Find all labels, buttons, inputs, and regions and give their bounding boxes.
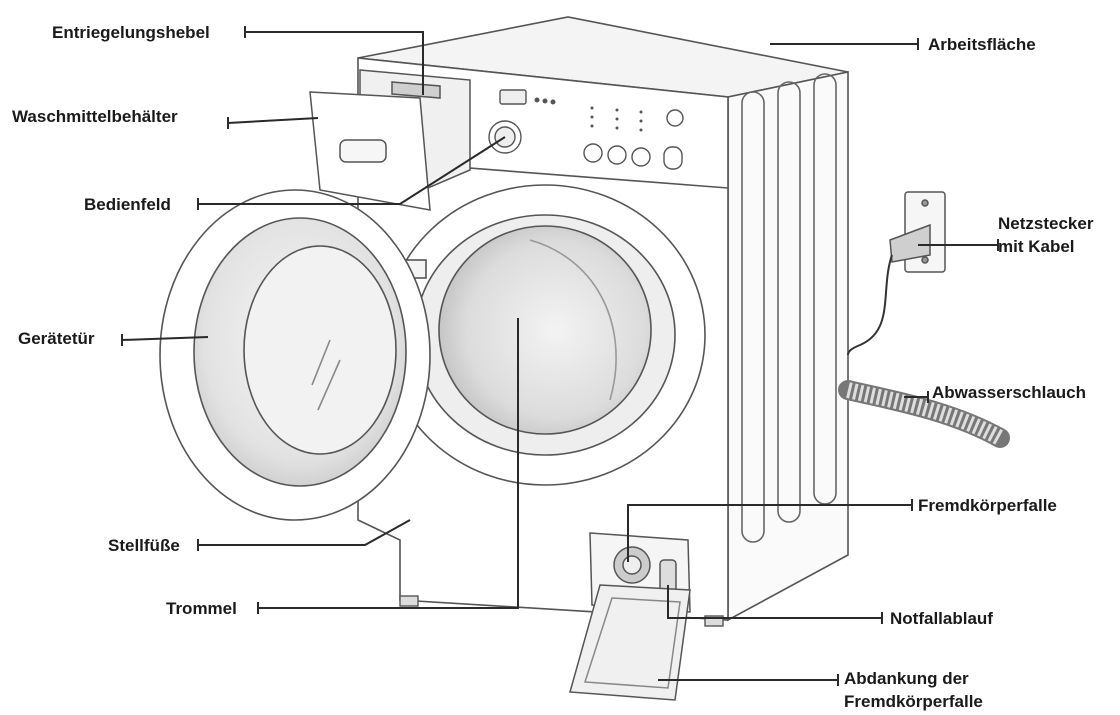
open-door bbox=[159, 189, 431, 521]
label-abdankung: Abdankung der Fremdkörperfalle bbox=[844, 667, 983, 713]
feet bbox=[399, 595, 724, 627]
label-waschmittelbehaelter: Waschmittelbehälter bbox=[12, 107, 178, 126]
label-arbeitsflaeche: Arbeitsfläche bbox=[928, 35, 1036, 54]
label-abdankung-line1: Abdankung der bbox=[844, 669, 969, 688]
label-notfallablauf: Notfallablauf bbox=[890, 609, 993, 628]
detergent-drawer bbox=[309, 69, 471, 211]
label-netzstecker-line1: Netzstecker bbox=[998, 214, 1094, 233]
drum-opening bbox=[384, 184, 706, 486]
label-geraetetuer: Gerätetür bbox=[18, 329, 95, 348]
label-bedienfeld: Bedienfeld bbox=[84, 195, 171, 214]
label-fremdkoerperfalle: Fremdkörperfalle bbox=[918, 496, 1057, 515]
label-entriegelungshebel: Entriegelungshebel bbox=[52, 23, 210, 42]
leader-lines bbox=[121, 26, 999, 686]
label-stellfuesse: Stellfüße bbox=[108, 536, 180, 555]
drain-hose bbox=[838, 380, 1010, 448]
label-trommel: Trommel bbox=[166, 599, 237, 618]
filter-cover bbox=[569, 584, 691, 701]
label-abdankung-line2: Fremdkörperfalle bbox=[844, 692, 983, 711]
label-abwasserschlauch: Abwasserschlauch bbox=[932, 383, 1087, 402]
label-netzstecker-line2: mit Kabel bbox=[998, 237, 1075, 256]
wall-socket bbox=[847, 191, 946, 356]
label-netzstecker: Netzstecker mit Kabel bbox=[998, 212, 1093, 258]
